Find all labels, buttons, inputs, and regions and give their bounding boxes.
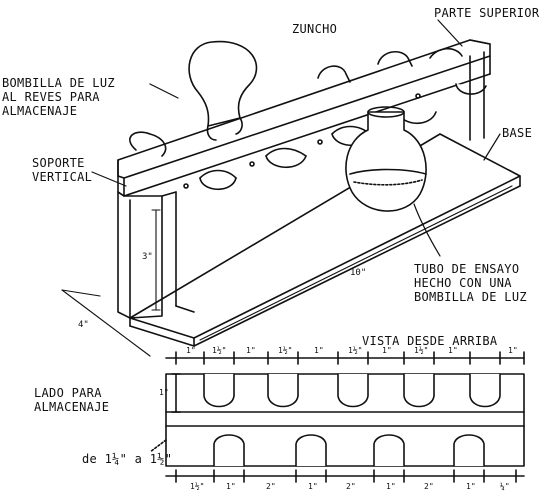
label-soporte-line-1: SOPORTE xyxy=(32,156,85,170)
label-soporte-block: SOPORTE VERTICAL xyxy=(32,156,92,184)
label-lado-block: LADO PARA ALMACENAJE xyxy=(34,386,109,414)
label-tubo-block: TUBO DE ENSAYO HECHO CON UNA BOMBILLA DE… xyxy=(414,262,527,304)
test-tube-bulb xyxy=(345,106,427,212)
band-loops xyxy=(317,47,463,83)
vertical-support-right xyxy=(469,51,485,141)
top-tick-label: 1" xyxy=(314,346,324,355)
label-bombilla-line-1: BOMBILLA DE LUZ xyxy=(2,76,115,90)
top-view xyxy=(149,351,525,483)
inverted-bulb xyxy=(188,40,258,141)
bottom-tick-label: 1" xyxy=(308,482,318,491)
bottom-tick-label: 2" xyxy=(424,482,434,491)
label-zuncho: ZUNCHO xyxy=(292,22,338,36)
bottom-tick-label: ¼" xyxy=(500,482,510,491)
label-tubo-line-1: TUBO DE ENSAYO xyxy=(414,262,520,276)
label-de-range: de 1¼" a 1½" xyxy=(82,452,173,466)
label-parte-superior: PARTE SUPERIOR xyxy=(434,6,540,20)
label-soporte-line-2: VERTICAL xyxy=(32,170,93,184)
top-tick-label: 1" xyxy=(382,346,392,355)
bottom-tick-label: 1½" xyxy=(190,482,205,491)
bottom-tick-label: 2" xyxy=(346,482,356,491)
base-board xyxy=(129,133,521,347)
top-tick-label: 1" xyxy=(448,346,458,355)
top-tick-label: 1½" xyxy=(414,346,429,355)
dimension-lines xyxy=(61,185,513,357)
top-tick-label: 1" xyxy=(508,346,518,355)
top-view-left-mark: 1" xyxy=(159,388,169,397)
label-vista: VISTA DESDE ARRIBA xyxy=(362,334,498,348)
dimension-depth: 4" xyxy=(78,320,89,330)
dimension-height: 3" xyxy=(142,252,153,262)
label-lado-line-1: LADO PARA xyxy=(34,386,102,400)
label-base: BASE xyxy=(502,126,533,140)
band-loop-left xyxy=(129,131,167,157)
top-tick-label: 1" xyxy=(186,346,196,355)
bottom-tick-label: 1" xyxy=(466,482,476,491)
top-tick-label: 1" xyxy=(246,346,256,355)
bottom-tick-label: 1" xyxy=(386,482,396,491)
vertical-support xyxy=(117,191,177,319)
label-tubo-line-3: BOMBILLA DE LUZ xyxy=(414,290,527,304)
label-bombilla-line-3: ALMACENAJE xyxy=(2,104,78,118)
label-tubo-line-2: HECHO CON UNA xyxy=(414,276,512,290)
label-bombilla-line-2: AL REVES PARA xyxy=(2,90,100,104)
top-board xyxy=(117,39,491,197)
label-bombilla-block: BOMBILLA DE LUZ AL REVES PARA ALMACENAJE xyxy=(2,76,115,118)
bottom-tick-label: 2" xyxy=(266,482,276,491)
top-tick-label: 1½" xyxy=(348,346,363,355)
dimension-length: 10" xyxy=(350,268,367,278)
bottom-tick-label: 1" xyxy=(226,482,236,491)
top-tick-label: 1½" xyxy=(212,346,227,355)
label-lado-line-2: ALMACENAJE xyxy=(34,400,110,414)
top-tick-label: 1½" xyxy=(278,346,293,355)
